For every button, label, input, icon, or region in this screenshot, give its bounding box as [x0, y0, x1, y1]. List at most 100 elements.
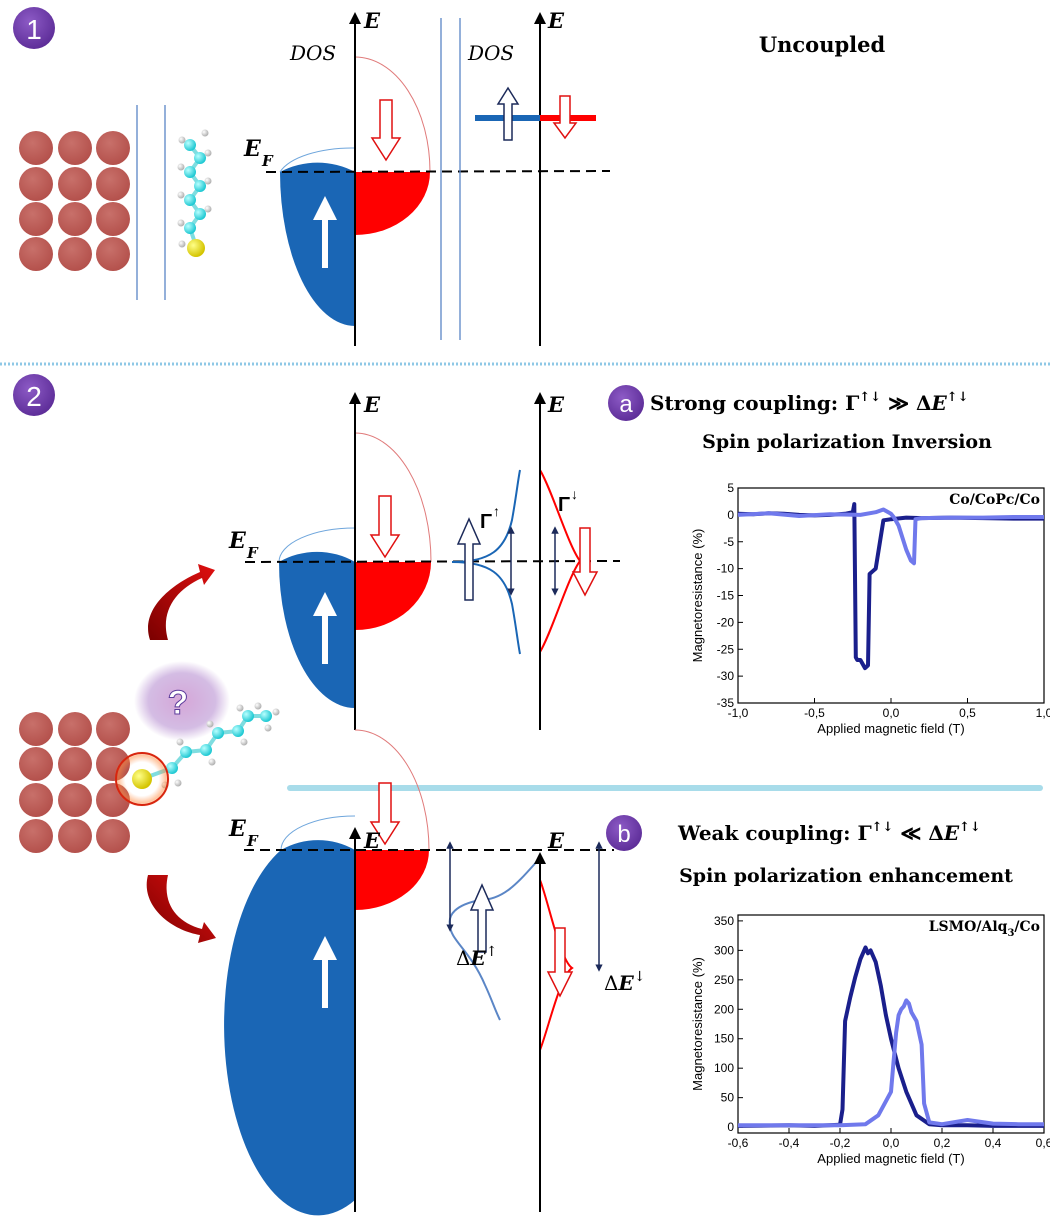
y-tick-label: 150 — [714, 1032, 734, 1046]
spin-down-arrow-icon — [552, 95, 578, 140]
spin-up-dos-empty — [279, 147, 356, 173]
y-tick-label: 200 — [714, 1002, 734, 1016]
curved-arrow-down-icon — [146, 875, 216, 943]
x-tick-label: -0,5 — [804, 706, 825, 720]
panel-b-subtitle: Spin polarization enhancement — [679, 865, 1013, 887]
y-tick-label: -10 — [717, 562, 735, 576]
fermi-level-label: E — [228, 528, 247, 554]
legend-label: Co/CoPc/Co — [949, 492, 1040, 508]
delta-e-up-label: ΔE↑ — [456, 944, 497, 970]
energy-axis-label: E — [547, 8, 565, 33]
spin-up-arrow-icon — [496, 86, 520, 141]
series-line-1 — [737, 502, 1044, 671]
section-1-badge — [13, 7, 55, 49]
series-line-1 — [737, 945, 1044, 1128]
molecule-tilted — [114, 702, 280, 807]
uncoupled-title: Uncoupled — [759, 32, 886, 57]
electrode-atoms-2 — [19, 712, 130, 853]
molecule-vertical — [177, 129, 212, 257]
fermi-level-line — [265, 170, 611, 173]
section-2-badge — [13, 374, 55, 416]
legend-label: LSMO/Alq3/Co — [929, 919, 1040, 939]
spin-up-dos-filled — [280, 162, 355, 326]
spin-up-arrow-icon — [469, 883, 495, 953]
fermi-level-subscript: F — [246, 544, 259, 562]
x-tick-label: 0,0 — [883, 706, 900, 720]
y-tick-label: 0 — [727, 508, 734, 522]
spin-up-broadened-level — [451, 469, 521, 563]
panel-a-badge — [608, 385, 644, 421]
y-tick-label: -30 — [717, 669, 735, 683]
dos-label: DOS — [289, 41, 336, 65]
series-line-2 — [737, 507, 1044, 566]
y-axis-label: Magnetoresistance (%) — [690, 957, 705, 1091]
section-2: 2 ? — [13, 374, 1050, 1216]
y-tick-label: 250 — [714, 973, 734, 987]
y-tick-label: -15 — [717, 589, 735, 603]
y-axis-label: Magnetoresistance (%) — [690, 529, 705, 663]
dos-diagram-2b — [224, 729, 614, 1216]
y-tick-label: 100 — [714, 1061, 734, 1075]
panel-a-subtitle: Spin polarization Inversion — [702, 431, 992, 453]
fermi-level-subscript: F — [246, 832, 259, 850]
fermi-level-subscript: F — [261, 152, 274, 170]
y-tick-label: 50 — [721, 1091, 735, 1105]
x-tick-label: 0,2 — [934, 1136, 951, 1150]
x-axis-label: Applied magnetic field (T) — [817, 1151, 964, 1166]
x-tick-label: 1,0 — [1036, 706, 1050, 720]
gamma-down-label: Γ — [558, 494, 570, 516]
spin-down-dos-filled — [355, 172, 430, 235]
spin-down-arrow-icon — [571, 527, 599, 597]
panel-b-badge-text: b — [617, 821, 630, 848]
curved-arrow-up-icon — [148, 564, 215, 640]
x-tick-label: 0,5 — [959, 706, 976, 720]
section-2-badge-text: 2 — [26, 381, 42, 412]
section-1-badge-text: 1 — [26, 14, 42, 45]
y-tick-label: -35 — [717, 696, 735, 710]
energy-axis-label: E — [363, 8, 381, 33]
spin-down-arrow-icon — [369, 782, 401, 846]
energy-axis-label: E — [547, 828, 565, 853]
panel-b-badge — [606, 815, 642, 851]
energy-axis-label: E — [363, 392, 381, 417]
fermi-level-label: E — [243, 136, 262, 162]
spin-down-arrow-icon — [370, 99, 402, 162]
spin-down-arrow-icon — [546, 927, 574, 998]
gamma-up-label: Γ — [480, 511, 492, 533]
x-tick-label: 0,4 — [985, 1136, 1002, 1150]
delta-e-down-label: ΔE↓ — [604, 969, 645, 995]
section-1: 1 Uncoupled — [13, 7, 885, 346]
panel-a-title: Strong coupling: Γ↑↓ ≫ ΔE↑↓ — [650, 390, 969, 415]
question-mark-icon: ? — [168, 684, 189, 722]
panel-a-badge-text: a — [619, 391, 633, 418]
panel-b-title: Weak coupling: Γ↑↓ ≪ ΔE↑↓ — [677, 820, 981, 845]
series-line-2 — [738, 998, 1044, 1128]
y-tick-label: 0 — [727, 1120, 734, 1134]
spin-up-arrow-icon — [313, 196, 337, 268]
spin-up-broadened-level — [451, 561, 521, 655]
y-tick-label: -20 — [717, 615, 735, 629]
dos-diagram-1 — [265, 12, 611, 346]
spin-down-arrow-icon — [369, 495, 401, 559]
interaction-cloud — [134, 661, 230, 741]
energy-axis-label: E — [363, 828, 381, 853]
y-tick-label: 350 — [714, 914, 734, 928]
electrode-atoms-1 — [19, 131, 130, 271]
x-tick-label: -0,4 — [779, 1136, 800, 1150]
spin-up-arrow-icon — [456, 517, 482, 601]
x-tick-label: -1,0 — [728, 706, 749, 720]
y-tick-label: -25 — [717, 642, 735, 656]
gamma-down-sup: ↓ — [571, 486, 578, 502]
spin-up-arrow-icon — [313, 592, 337, 664]
dos-diagram-2a — [244, 392, 621, 730]
plot-frame — [737, 914, 1045, 1134]
gamma-up-sup: ↑ — [493, 503, 500, 519]
x-tick-label: -0,2 — [830, 1136, 851, 1150]
x-tick-label: -0,6 — [728, 1136, 749, 1150]
spin-down-dos-empty — [354, 56, 431, 173]
y-tick-label: 300 — [714, 943, 734, 957]
x-tick-label: 0,6 — [1036, 1136, 1050, 1150]
